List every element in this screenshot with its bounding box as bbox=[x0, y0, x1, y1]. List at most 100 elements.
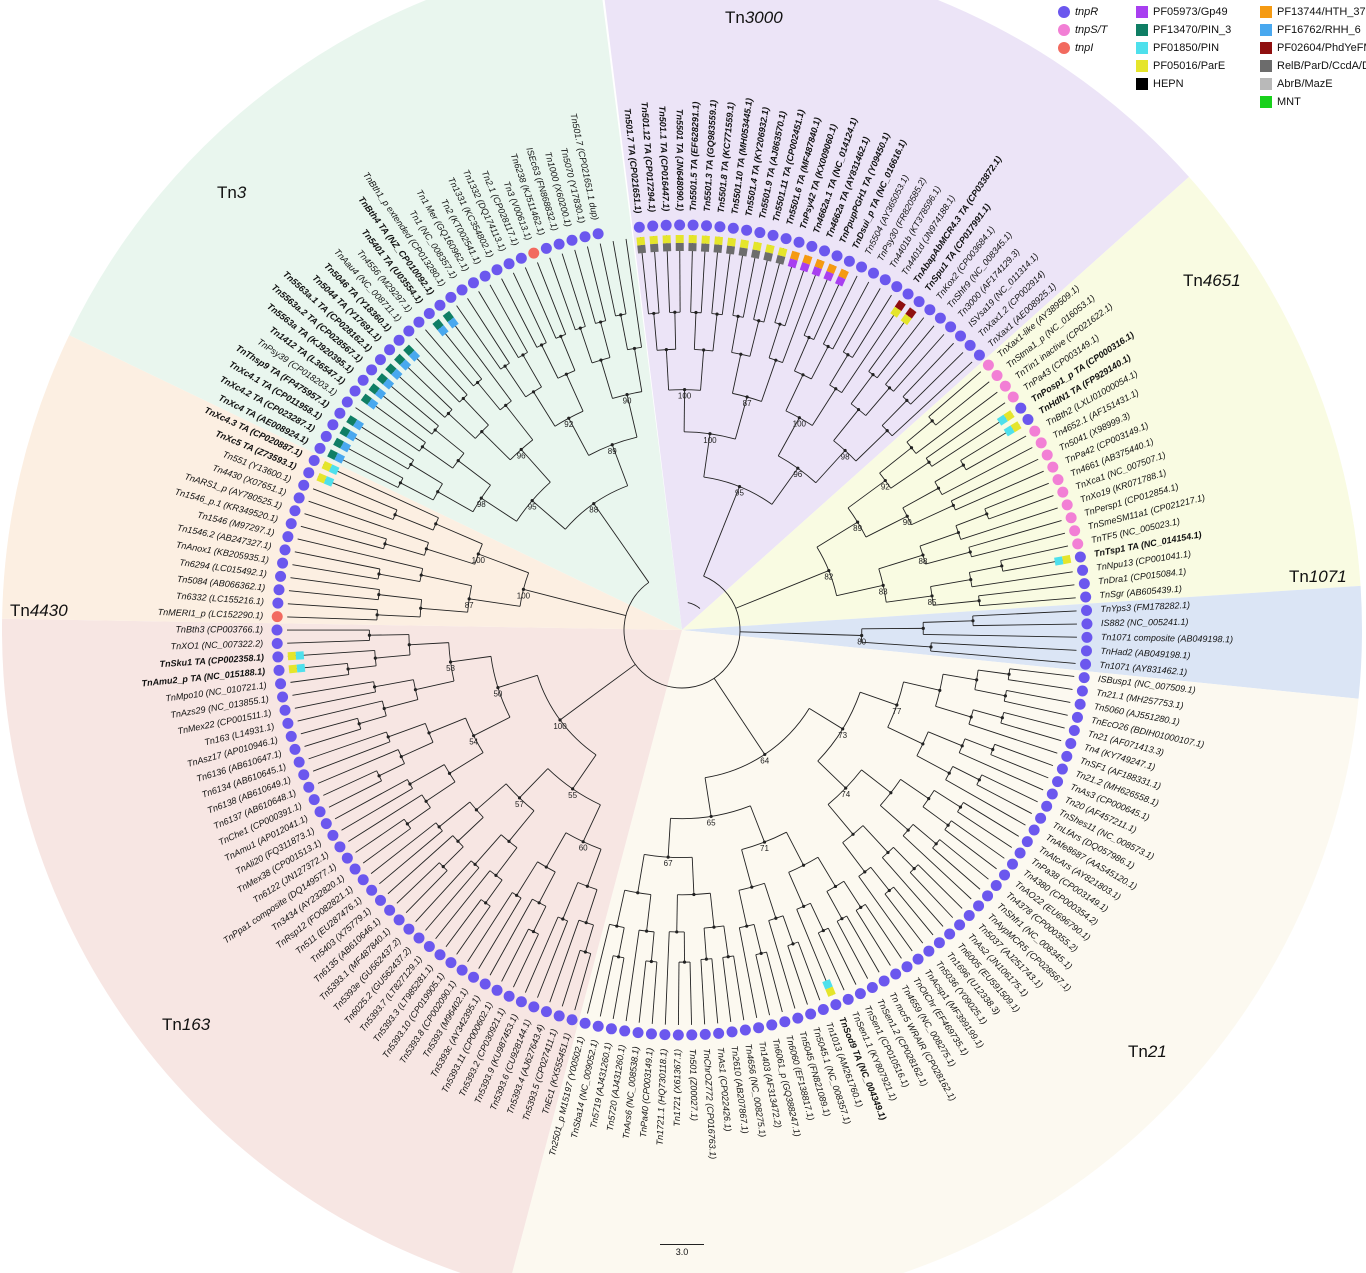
gene-dot bbox=[792, 1012, 804, 1024]
domain-square bbox=[376, 373, 388, 385]
leaf-label: TnMERI1_p (LC152290.1) bbox=[158, 607, 264, 620]
gene-dot bbox=[913, 296, 925, 308]
clade-sector-tn4430 bbox=[2, 335, 683, 630]
legend-label: PF05973/Gp49 bbox=[1153, 6, 1228, 18]
gene-dot bbox=[334, 407, 346, 419]
legend-dot-icon bbox=[1058, 42, 1070, 54]
domain-square bbox=[1003, 425, 1015, 437]
bootstrap-value: 89 bbox=[853, 524, 862, 533]
scale-bar-label: 3.0 bbox=[675, 1247, 689, 1257]
gene-dot bbox=[1068, 725, 1080, 737]
gene-dot bbox=[912, 953, 924, 965]
gene-dot bbox=[619, 1025, 631, 1037]
gene-dot bbox=[327, 419, 339, 431]
gene-dot bbox=[341, 396, 353, 408]
gene-dot bbox=[592, 1020, 604, 1032]
gene-dot bbox=[327, 829, 339, 841]
legend-label: PF02604/PhdYeFM_at bbox=[1277, 42, 1366, 54]
gene-dot bbox=[272, 651, 284, 663]
legend-square-icon bbox=[1260, 60, 1272, 72]
legend-label: MNT bbox=[1277, 96, 1301, 108]
legend-item: AbrB/MazE bbox=[1260, 78, 1333, 90]
gene-dot bbox=[973, 900, 985, 912]
gene-dot bbox=[285, 730, 297, 742]
bootstrap-value: 83 bbox=[879, 587, 888, 596]
gene-dot bbox=[357, 374, 369, 386]
gene-dot bbox=[699, 1028, 711, 1040]
gene-dot bbox=[271, 611, 283, 623]
leaf-label: TnYps3 (FM178282.1) bbox=[1100, 600, 1190, 614]
domain-square bbox=[360, 393, 372, 405]
bootstrap-value: 95 bbox=[528, 503, 537, 512]
leaf-label: IS882 (NC_005241.1) bbox=[1101, 617, 1189, 628]
domain-square bbox=[662, 243, 672, 252]
legend-item: PF05016/ParE bbox=[1136, 60, 1225, 72]
gene-dot bbox=[1081, 604, 1093, 616]
gene-dot bbox=[279, 704, 291, 716]
gene-dot bbox=[1047, 461, 1059, 473]
bootstrap-value: 100 bbox=[703, 436, 717, 445]
gene-dot bbox=[403, 923, 415, 935]
gene-dot bbox=[686, 1029, 698, 1041]
gene-dot bbox=[1057, 486, 1069, 498]
gene-dot bbox=[445, 957, 457, 969]
legend-item: PF13744/HTH_37 bbox=[1260, 6, 1366, 18]
gene-dot bbox=[1006, 858, 1018, 870]
gene-dot bbox=[357, 874, 369, 886]
gene-dot bbox=[445, 291, 457, 303]
domain-square bbox=[334, 452, 346, 464]
gene-dot bbox=[945, 321, 957, 333]
gene-dot bbox=[1041, 800, 1053, 812]
bootstrap-value: 73 bbox=[838, 731, 847, 740]
domain-square bbox=[700, 243, 710, 252]
domain-square bbox=[787, 258, 798, 269]
gene-dot bbox=[1080, 645, 1092, 657]
gene-dot bbox=[503, 990, 515, 1002]
domain-square bbox=[701, 235, 710, 244]
bootstrap-value: 77 bbox=[892, 707, 901, 716]
domain-square bbox=[714, 236, 723, 246]
legend-square-icon bbox=[1260, 42, 1272, 54]
gene-dot bbox=[891, 281, 903, 293]
gene-dot bbox=[1052, 776, 1064, 788]
gene-dot bbox=[298, 769, 310, 781]
legend-square-icon bbox=[1136, 42, 1148, 54]
bootstrap-value: 98 bbox=[477, 500, 486, 509]
gene-dot bbox=[973, 349, 985, 361]
gene-dot bbox=[982, 359, 994, 371]
legend-dot-icon bbox=[1058, 6, 1070, 18]
bootstrap-value: 100 bbox=[517, 591, 531, 600]
domain-square bbox=[346, 430, 358, 442]
legend-item: PF13470/PIN_3 bbox=[1136, 24, 1231, 36]
gene-dot bbox=[341, 852, 353, 864]
legend-item: PF16762/RHH_6 bbox=[1260, 24, 1361, 36]
gene-dot bbox=[1078, 578, 1090, 590]
gene-dot bbox=[1078, 672, 1090, 684]
gene-dot bbox=[793, 236, 805, 248]
gene-dot bbox=[456, 284, 468, 296]
gene-dot bbox=[1061, 750, 1073, 762]
gene-dot bbox=[963, 910, 975, 922]
domain-square bbox=[675, 242, 684, 252]
gene-dot bbox=[540, 1006, 552, 1018]
clade-title-tn3000: Tn3000 bbox=[725, 8, 783, 27]
gene-dot bbox=[1080, 591, 1092, 603]
gene-dot bbox=[491, 984, 503, 996]
gene-dot bbox=[374, 354, 386, 366]
domain-square bbox=[346, 415, 358, 427]
legend-square-icon bbox=[1136, 6, 1148, 18]
gene-dot bbox=[1071, 711, 1083, 723]
legend-label: PF01850/PIN bbox=[1153, 42, 1220, 54]
domain-square bbox=[688, 243, 697, 252]
gene-dot bbox=[282, 717, 294, 729]
domain-square bbox=[327, 449, 338, 461]
domain-square bbox=[765, 244, 775, 254]
domain-square bbox=[323, 476, 335, 487]
gene-dot bbox=[754, 227, 766, 239]
leaf-label: Tn501 (Z00027.1) bbox=[688, 1049, 700, 1121]
gene-dot bbox=[277, 557, 289, 569]
gene-dot bbox=[468, 971, 480, 983]
domain-square bbox=[432, 318, 444, 331]
domain-square bbox=[825, 986, 836, 997]
gene-dot bbox=[753, 1022, 765, 1034]
